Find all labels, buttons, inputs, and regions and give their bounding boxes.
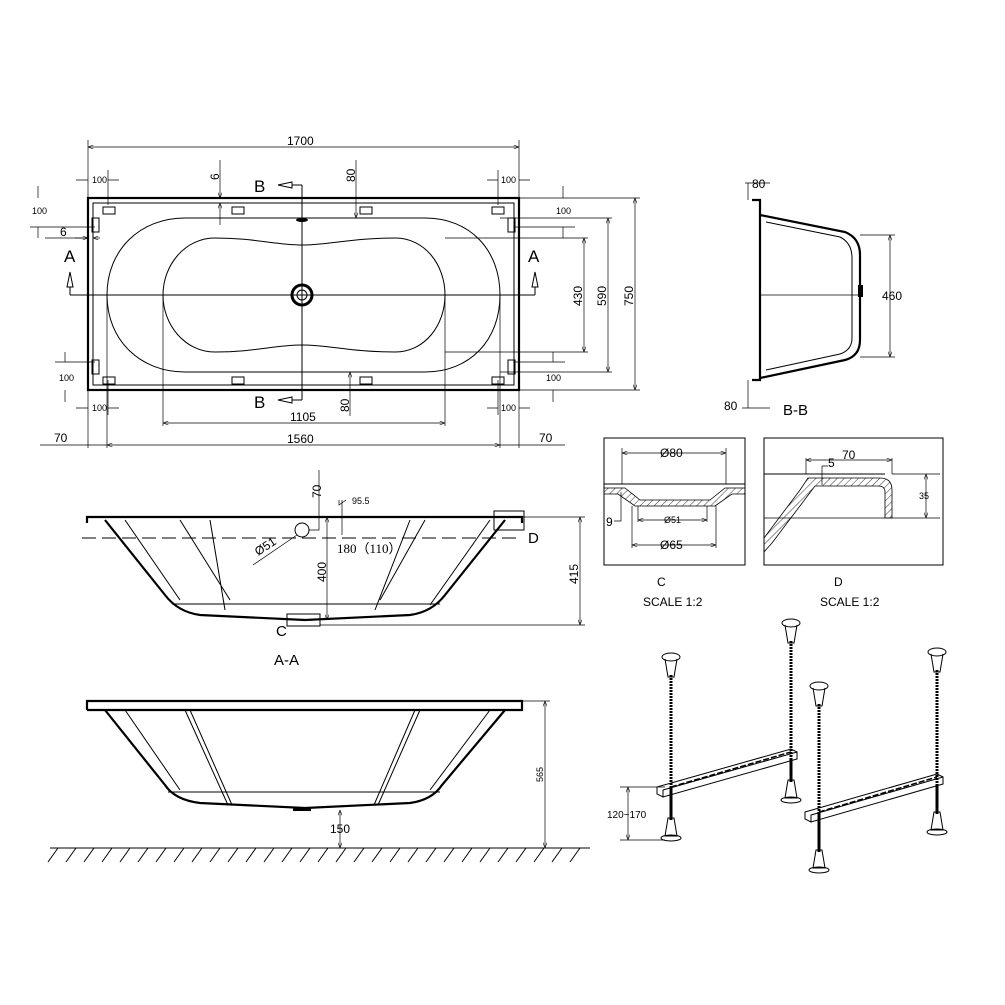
side-elevation: 565 150 [47,699,590,863]
dim-flange-top: 80 [752,177,766,191]
detail-c-title: C [657,575,666,589]
dim-overflow-top: 70 [310,484,324,498]
leg-foot [664,817,678,837]
dim-inner-depth: 400 [315,562,329,582]
section-b-label: B [254,177,265,196]
leg-foot [784,779,798,799]
dim-overall-length: 1700 [287,134,314,148]
overflow-hole [294,522,310,538]
dim-inner-length: 1560 [287,432,314,446]
section-a-a: Ø51 70 95.5 180（110） 400 415 D C A-A [82,470,585,669]
dim-pad-bl-h: 100 [92,403,107,413]
dim-gap-top: 6 [208,173,222,180]
dim-pad-tr-v: 100 [556,206,571,216]
section-b-b: 80 80 460 B-B [724,177,902,419]
detail-d-title: D [834,575,843,589]
dim-rim-right: 70 [539,431,553,445]
support-rail [810,776,944,823]
rim-inner-outline [92,202,515,386]
dim-c-mid: Ø65 [660,538,683,552]
dim-bottom-length: 1105 [290,410,316,424]
tub-bottom-outline [162,237,446,353]
section-a-label: A [64,247,76,266]
dim-pad-tl-v: 100 [32,206,47,216]
dim-floor-clearance: 150 [330,822,350,836]
dim-flange-bottom: 80 [724,399,738,413]
dim-c-thickness: 9 [606,515,613,529]
dim-inner-width: 590 [595,286,609,306]
leg-top-mount [812,687,826,707]
dim-overall-width: 750 [622,286,636,306]
dim-d-height: 35 [919,491,929,501]
detail-c-callout [286,613,321,627]
dim-total-depth: 415 [567,564,581,584]
adjustable-legs: 120~170 [607,618,948,874]
dim-total-height: 565 [535,767,545,782]
plan-dimensions: 1700 1560 70 70 1105 750 590 430 80 80 [30,134,640,448]
leg-top-mount [930,653,944,673]
plan-view: A A B B 1700 1560 70 70 1105 750 590 [30,134,640,448]
dim-overflow-offset: 95.5 [352,496,370,506]
dim-rim-bottom: 80 [338,398,352,412]
detail-d: 70 5 35 D SCALE 1:2 [763,437,944,609]
dim-d-thickness: 5 [828,456,835,470]
dim-pad-br-h: 100 [501,403,516,413]
dim-c-outer: Ø80 [660,446,683,460]
leg-foot [812,849,826,869]
section-a-label: A [528,247,540,266]
dim-bottom-width: 430 [571,286,585,306]
support-rail [662,751,798,798]
detail-c-scale: SCALE 1:2 [643,595,703,609]
leg-foot [930,811,944,831]
tub-basin-outline [106,217,501,373]
leg-top-mount [664,658,678,678]
detail-d-scale: SCALE 1:2 [820,595,880,609]
dim-water-level: 180（110） [337,541,402,556]
dim-pad-tl-h: 100 [92,175,107,185]
leg-top-mount [784,624,798,644]
detail-d-marker: D [528,530,539,547]
floor-hatch [47,847,581,863]
detail-c: Ø80 Ø51 Ø65 9 C SCALE 1:2 [603,437,746,609]
section-aa-title: A-A [274,652,299,669]
dim-pad-br-v: 100 [546,373,561,383]
dim-rim-left: 70 [54,431,68,445]
dim-c-inner: Ø51 [664,515,681,525]
dim-pad-tr-h: 100 [501,175,516,185]
dim-adjust-range: 120~170 [607,810,647,821]
dim-rim-top: 80 [344,168,358,182]
dim-d-width: 70 [842,448,856,462]
detail-c-marker: C [276,623,287,640]
dim-bb-depth: 460 [882,289,902,303]
section-bb-title: B-B [783,402,808,419]
section-b-label: B [254,393,265,412]
detail-d-callout [493,510,525,531]
dim-pad-bl-v: 100 [59,373,74,383]
dim-gap-left: 6 [60,225,67,239]
tub-outline [86,196,521,392]
